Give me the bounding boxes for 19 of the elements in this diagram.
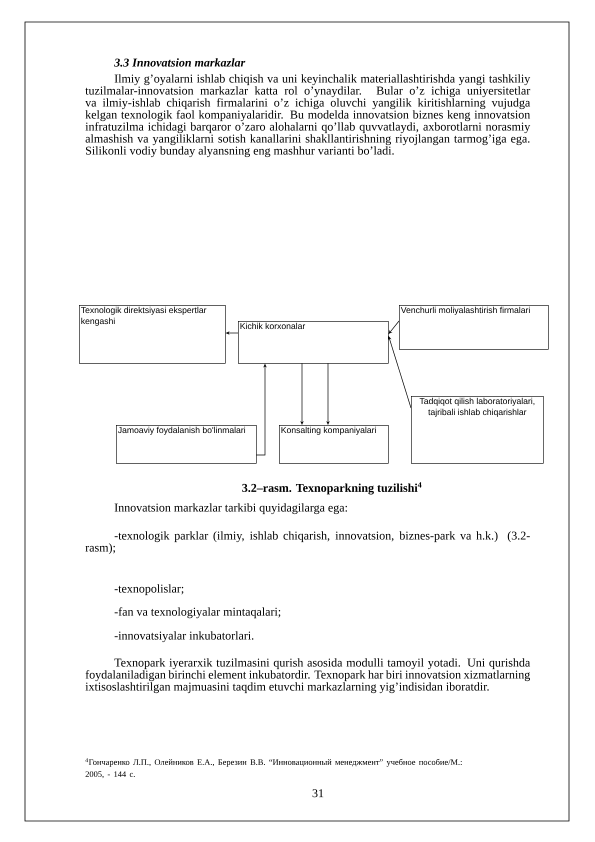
- list-item: -texnopolislar;: [114, 584, 184, 596]
- list-item: -fan va texnologiyalar mintaqalari;: [114, 607, 280, 618]
- process-box: Jamoaviy foydalanish bo'linmalari: [116, 425, 257, 464]
- body-paragraph: Ilmiy g’oyalarni ishlab chiqish va uni keyinchalik materiallashtirishda yangi tashkiliy tuzilmalar-innovatsion markazlar katta rol o’ynaydilar. Bular o’z ichiga uniyersitetlar va ilmiy-ishlab chiqarish firmalarini o’z ichiga oluvchi yangilik kiritishlarning vujudga kelgan texnologik faol kompaniyalaridir. Bu modelda innovatsion biznes keng innovatsion infratuzilma ichidagi barqaror o’zaro alohalarni qo’llab quvvatlaydi, axborotlarni norasmiy almashish va yangiliklarni sotish kanallarini shakllantirishning riyojlangan tarmog’iga ega. Silikonli vodiy bunday alyansning eng mashhur varianti bo’ladi.: [85, 74, 530, 158]
- process-box: Tadqiqot qilish laboratoriyalari, tajribali ishlab chiqarishlar: [411, 396, 544, 464]
- body-paragraph: Innovatsion markazlar tarkibi quyidagilarga ega:: [114, 503, 347, 514]
- page-number: 31: [312, 789, 324, 798]
- process-box: Kichik korxonalar: [238, 321, 389, 364]
- process-box: Texnologik direktsiyasi ekspertlar kengashi: [79, 305, 226, 364]
- footnote: $^{4}$Гончаренко Л.П., Олейников Е.А., Березин В.В. “Инновационный менеджмент” учебное пособие/М.: 2005, - 144 с.: [85, 758, 462, 778]
- body-paragraph: Texnopark iyerarxik tuzilmasini qurish asosida modulli tamoyil yotadi. Uni qurishda foydalaniladigan birinchi element inkubatordir. Texnopark har biri innovatsion xizmatlarning ixtisoslashtirilgan majmuasini taqdim etuvchi markazlarning yig’indisidan iboratdir.: [85, 658, 530, 694]
- list-item: -texnologik parklar (ilmiy, ishlab chiqarish, innovatsion, biznes-park va h.k.) (3.2-rasm);: [85, 531, 530, 554]
- arrow: [388, 320, 400, 334]
- list-item: -innovatsiyalar inkubatorlari.: [114, 631, 254, 642]
- process-box: Venchurli moliyalashtirish firmalari: [399, 305, 549, 350]
- section-title: 3.3 Innovatsion markazlar: [114, 58, 246, 67]
- arrow: [388, 336, 412, 408]
- figure-caption: 3.2–rasm. Texnoparkning tuzilishi$^{4}$: [242, 482, 422, 494]
- process-box: Konsalting kompaniyalari: [279, 425, 389, 464]
